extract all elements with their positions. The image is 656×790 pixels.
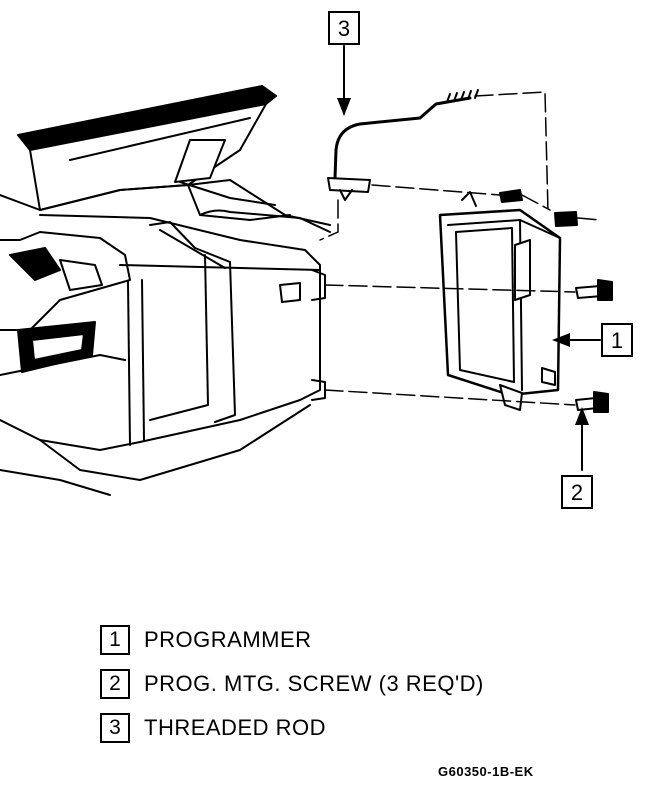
legend-number: 1 [100,625,130,655]
mounting-screws [499,189,613,413]
legend-number: 2 [100,669,130,699]
legend-item: 2 PROG. MTG. SCREW (3 REQ'D) [100,662,484,706]
callout-3-number: 3 [338,16,350,41]
programmer-unit [438,191,562,411]
legend-label: PROG. MTG. SCREW (3 REQ'D) [144,671,484,696]
exploded-view-diagram: 3 1 2 [0,11,633,509]
legend-label: PROGRAMMER [144,627,312,652]
callout-1: 1 [601,323,633,357]
figure-code: G60350-1B-EK [438,764,534,779]
dash-assembly [0,85,331,496]
legend: 1 PROGRAMMER 2 PROG. MTG. SCREW (3 REQ'D… [100,618,484,750]
legend-item: 3 THREADED ROD [100,706,484,750]
callout-2-number: 2 [571,480,583,505]
legend-label: THREADED ROD [144,715,327,740]
legend-number: 3 [100,713,130,743]
callout-1-number: 1 [611,328,623,353]
threaded-rod [327,89,479,201]
callout-2: 2 [561,475,593,509]
legend-item: 1 PROGRAMMER [100,618,484,662]
leader-arrows [343,45,601,471]
callout-3: 3 [328,11,360,45]
assembly-lines [319,91,601,406]
